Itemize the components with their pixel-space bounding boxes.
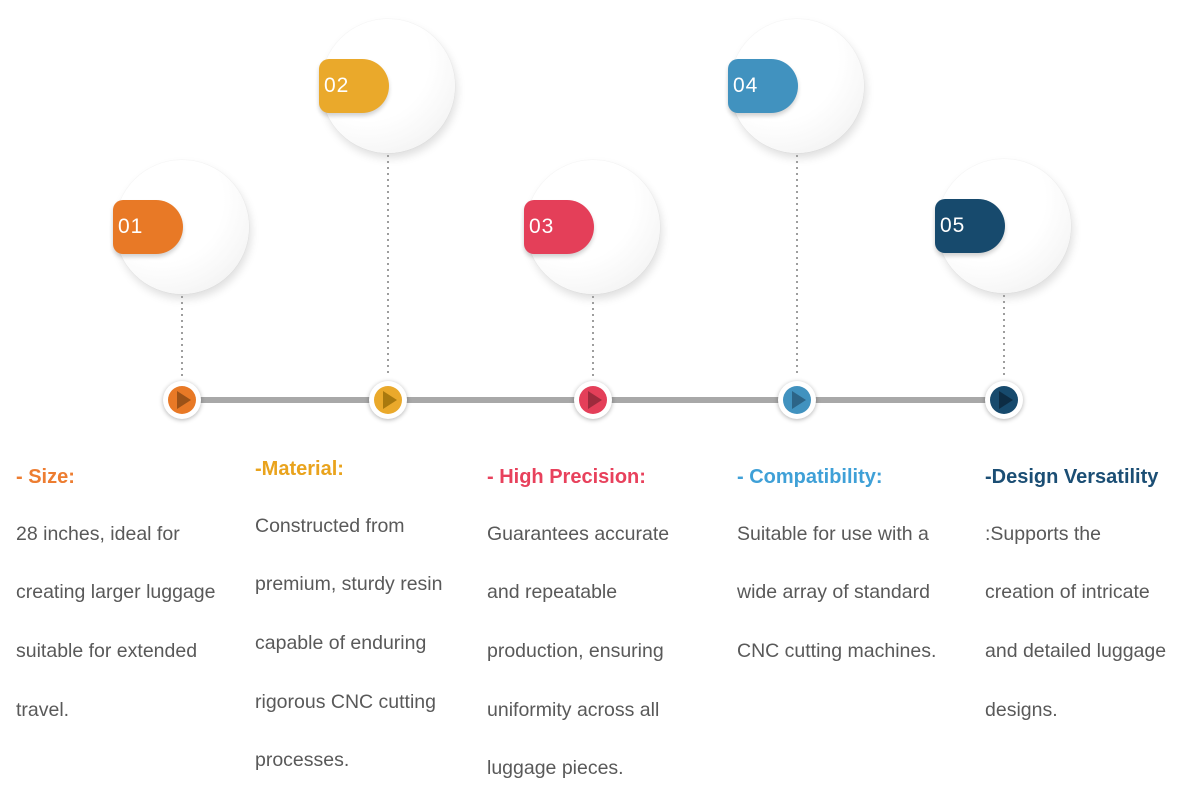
timeline-marker — [574, 381, 612, 419]
marker-disc — [374, 386, 402, 414]
timeline-marker — [369, 381, 407, 419]
step-description: 28 inches, ideal for creating larger lug… — [16, 505, 266, 739]
description-line: and detailed luggage — [985, 639, 1167, 662]
step-title: -Design Versatility — [985, 466, 1159, 488]
step-number: 02 — [324, 74, 350, 97]
step-circle: 02 — [319, 19, 455, 153]
step-number: 01 — [118, 215, 144, 238]
connector-dotted-line — [1003, 295, 1005, 377]
play-icon — [383, 391, 397, 409]
description-line: Constructed from — [255, 514, 405, 537]
timeline-marker — [778, 381, 816, 419]
description-line: Guarantees accurate — [487, 522, 670, 545]
step-text-column: - High Precision: Guarantees accurate an… — [487, 466, 737, 798]
step-title: - High Precision: — [487, 466, 646, 488]
step-number-badge: 01 — [113, 200, 183, 254]
description-line: suitable for extended — [16, 639, 198, 662]
marker-disc — [579, 386, 607, 414]
step-title: - Compatibility: — [737, 466, 883, 488]
description-line: Suitable for use with a — [737, 522, 929, 545]
step-text-column: - Size: 28 inches, ideal for creating la… — [16, 466, 266, 739]
description-line: uniformity across all — [487, 698, 660, 721]
description-line: creating larger luggage — [16, 581, 216, 604]
marker-disc — [990, 386, 1018, 414]
play-icon — [588, 391, 602, 409]
play-icon — [999, 391, 1013, 409]
step-number-badge: 03 — [524, 200, 594, 254]
description-line: designs. — [985, 698, 1058, 721]
description-line: :Supports the — [985, 522, 1101, 545]
step-title: - Size: — [16, 466, 75, 488]
description-line: premium, sturdy resin — [255, 573, 443, 596]
step-number: 03 — [529, 215, 555, 238]
connector-dotted-line — [181, 296, 183, 377]
step-number-badge: 02 — [319, 59, 389, 113]
step-circle: 05 — [935, 159, 1071, 293]
step-circle: 04 — [728, 19, 864, 153]
play-icon — [177, 391, 191, 409]
marker-disc — [168, 386, 196, 414]
description-line: luggage pieces. — [487, 757, 624, 780]
step-description: :Supports the creation of intricate and … — [985, 505, 1198, 739]
step-circle: 03 — [524, 160, 660, 294]
step-number-badge: 05 — [935, 199, 1005, 253]
play-icon — [792, 391, 806, 409]
connector-dotted-line — [592, 296, 594, 377]
description-line: rigorous CNC cutting — [255, 690, 436, 713]
step-description: Guarantees accurate and repeatable produ… — [487, 505, 737, 798]
connector-dotted-line — [796, 155, 798, 377]
description-line: creation of intricate — [985, 581, 1150, 604]
step-text-column: -Material: Constructed from premium, stu… — [255, 458, 505, 790]
connector-dotted-line — [387, 155, 389, 377]
step-description: Suitable for use with a wide array of st… — [737, 505, 987, 681]
description-line: production, ensuring — [487, 639, 664, 662]
step-number: 05 — [940, 214, 966, 237]
timeline-marker — [985, 381, 1023, 419]
description-line: wide array of standard — [737, 581, 930, 604]
description-line: CNC cutting machines. — [737, 639, 937, 662]
description-line: and repeatable — [487, 581, 618, 604]
step-description: Constructed from premium, sturdy resin c… — [255, 497, 505, 790]
step-text-column: -Design Versatility :Supports the creati… — [985, 466, 1198, 739]
description-line: travel. — [16, 698, 70, 721]
timeline-marker — [163, 381, 201, 419]
step-number: 04 — [733, 74, 759, 97]
description-line: capable of enduring — [255, 631, 427, 654]
description-line: processes. — [255, 749, 350, 772]
step-text-column: - Compatibility: Suitable for use with a… — [737, 466, 987, 681]
description-line: 28 inches, ideal for — [16, 522, 180, 545]
step-circle: 01 — [113, 160, 249, 294]
step-number-badge: 04 — [728, 59, 798, 113]
step-title: -Material: — [255, 458, 344, 480]
marker-disc — [783, 386, 811, 414]
